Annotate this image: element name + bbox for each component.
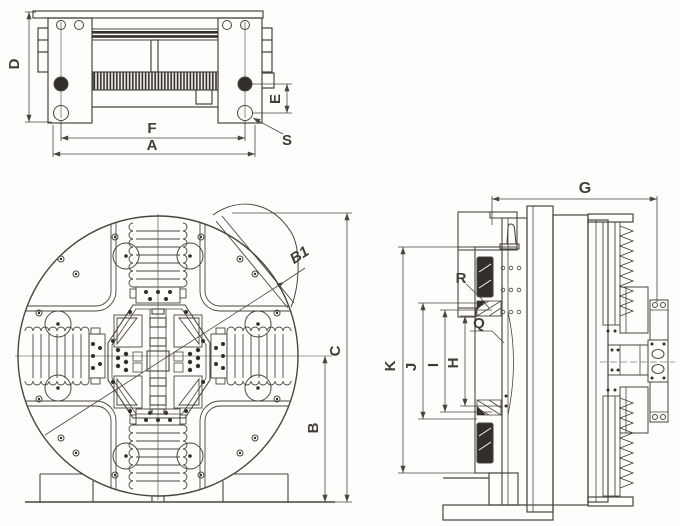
dim-label-b: B: [305, 422, 322, 433]
base-notch: [151, 495, 165, 502]
guide-rail-upper: [92, 31, 218, 34]
base-stand-face: [25, 473, 335, 503]
rack-bar: [92, 71, 219, 91]
dim-J: J: [403, 302, 477, 420]
dim-D: D: [6, 11, 52, 123]
face-view: B1 C B: [15, 203, 352, 503]
guide-rail-lower: [92, 35, 218, 38]
seal-bottom: [476, 399, 502, 416]
front-view-body: [32, 10, 275, 124]
dim-F: F: [60, 120, 246, 141]
side-bellows-bottom: [602, 395, 635, 497]
side-view: G K J I H R Q: [382, 180, 675, 521]
dim-label-r: R: [456, 270, 467, 287]
pedestal: [488, 472, 519, 506]
dim-E: E: [252, 83, 292, 114]
bearing-bottom: [476, 422, 494, 464]
post-centerlines: [60, 22, 246, 118]
side-bellows-top: [602, 221, 635, 326]
rim-bolt-holes: [35, 233, 281, 479]
base-plate: [442, 504, 554, 521]
jaw-assembly-side: [600, 286, 675, 434]
dim-label-f: F: [147, 120, 156, 137]
bearing-top: [476, 256, 494, 298]
dim-label-g: G: [579, 180, 591, 197]
base-stand-side: [442, 472, 554, 521]
dim-S: S: [252, 117, 292, 149]
dim-label-c: C: [327, 345, 344, 356]
dim-label-d: D: [6, 58, 23, 69]
dim-label-j: J: [403, 363, 420, 371]
dim-G: G: [491, 180, 658, 302]
dim-R: R: [456, 270, 490, 309]
dim-B: B: [305, 356, 328, 502]
dim-label-a: A: [147, 137, 158, 154]
center-stem: [150, 39, 159, 73]
bellows-top: [128, 222, 188, 304]
disc-contour: [507, 311, 514, 416]
chuck-body-side: [526, 205, 634, 513]
dim-K: K: [382, 246, 475, 474]
dim-H: H: [445, 315, 502, 407]
jaw-plate-screws: [111, 310, 205, 413]
clamp-pin-left: [53, 76, 69, 92]
adapter-ring: [474, 246, 503, 474]
dim-label-q: Q: [473, 315, 485, 332]
swung-cover-arc: [212, 203, 299, 309]
jaw-windows: [113, 314, 203, 409]
bellows-right: [210, 326, 292, 386]
dim-A: A: [52, 125, 256, 157]
dim-label-e: E: [267, 94, 284, 104]
seal-top: [476, 300, 502, 317]
dim-label-k: K: [382, 360, 399, 371]
disc-bolt-grid: [500, 265, 522, 315]
front-view: D E S F A: [6, 10, 292, 157]
corner-cover-plates: [25, 222, 291, 490]
clamp-pin-right: [237, 76, 253, 92]
dim-label-b1: B1: [287, 243, 312, 268]
mount-hole-left: [53, 105, 69, 121]
dim-label-h: H: [445, 358, 462, 369]
dim-label-i: I: [425, 363, 442, 367]
faceplate-disc: [500, 217, 528, 506]
dim-Q: Q: [470, 315, 505, 344]
roller-circles: [44, 242, 272, 470]
body-bottom-step: [92, 90, 218, 108]
dim-I: I: [425, 309, 492, 413]
right-step-notches: [262, 27, 275, 89]
center-jaw-plate: [107, 304, 211, 419]
bellows-left: [24, 326, 106, 386]
centerlines: [15, 214, 332, 500]
dim-label-s: S: [282, 132, 292, 149]
left-step-notches: [37, 27, 48, 73]
